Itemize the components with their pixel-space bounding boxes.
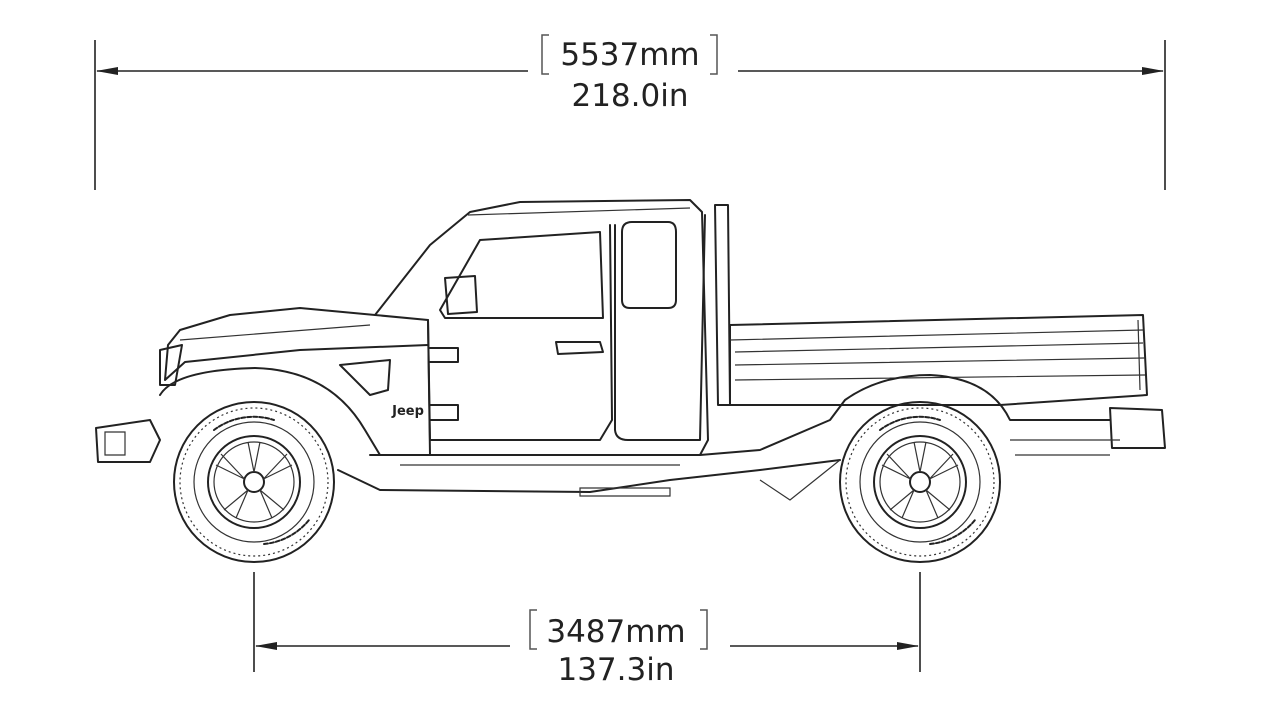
front-wheel [173,401,335,563]
front-door-window [439,231,604,319]
wheelbase-mm: 3487mm [546,614,685,650]
truck-bed [729,314,1148,406]
overall-length-mm: 5537mm [560,37,699,73]
front-bumper [95,419,161,463]
rear-frame-lines [1010,439,1120,456]
truck-side-view: Jeep [95,199,1166,563]
fender-vent [339,359,391,396]
rear-door [614,214,706,441]
rear-suspension [759,459,841,501]
rear-fender-frame [369,374,1111,456]
rear-wheel [839,401,1001,563]
side-mirror [444,275,478,315]
frame-rail [337,459,841,493]
bracket-right [710,34,718,75]
hood-crease [179,324,371,341]
overall-length-dimension: 5537mm 218.0in [94,34,1166,190]
cab [374,199,709,456]
bracket-left [541,34,549,75]
tow-hook-housing [104,431,126,456]
door-hinges [429,347,459,421]
front-fender [159,367,396,456]
hood [164,307,429,381]
rear-bumper [1109,407,1166,449]
roll-bar [714,204,731,406]
wheelbase-dimension: 3487mm 137.3in [253,572,921,688]
overall-length-in: 218.0in [571,78,688,114]
rear-door-window [621,221,677,309]
jeep-badge-logo: Jeep [391,404,424,419]
bed-panel-lines [729,329,1146,381]
bracket-right [700,609,708,650]
roof-line [467,207,691,216]
door-handle [555,341,604,355]
front-door [427,224,613,441]
tailgate-line [1137,319,1141,391]
bracket-left [529,609,537,650]
grille-headlight [159,344,183,386]
fuel-tank-skid [579,487,671,497]
wheelbase-in: 137.3in [557,652,674,688]
